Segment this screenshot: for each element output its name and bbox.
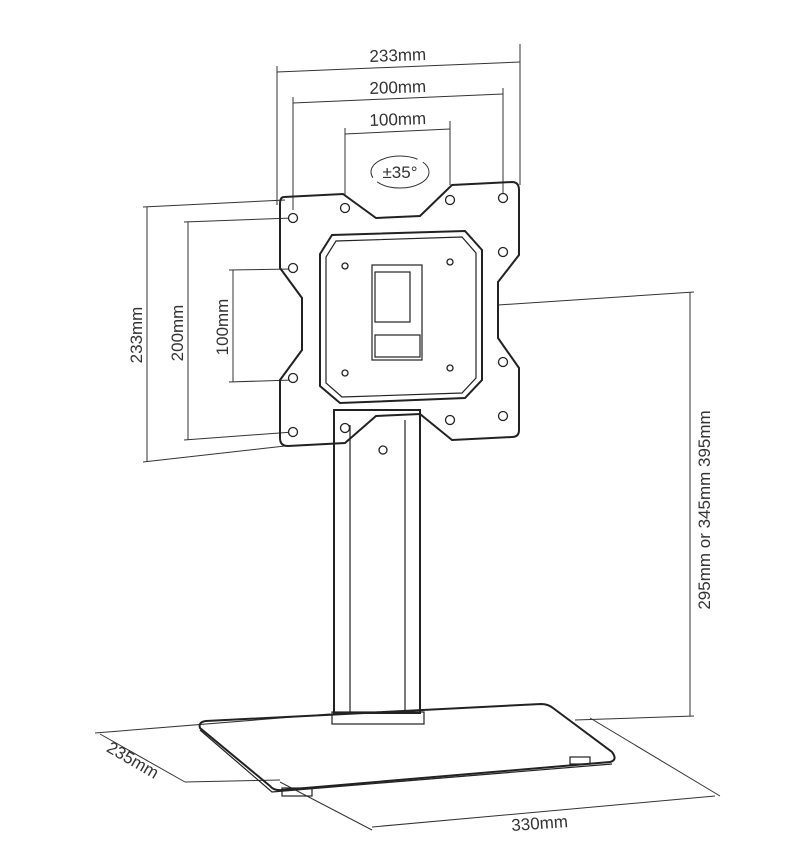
swivel-indicator	[370, 155, 430, 189]
top-outer-dim-label: 233mm	[369, 45, 426, 66]
swivel-label: ±35°	[382, 163, 417, 182]
base-depth-label: 235mm	[103, 738, 162, 783]
stand-column	[331, 409, 425, 725]
dimension-lines	[99, 61, 716, 828]
base-width-label: 330mm	[511, 812, 569, 835]
left-middle-dim-label: 200mm	[168, 305, 187, 362]
left-outer-dim-label: 233mm	[127, 307, 146, 364]
vesa-plate	[279, 180, 520, 448]
height-dim-label: 295mm or 345mm 395mm	[695, 410, 714, 609]
stand-base	[198, 702, 616, 797]
left-inner-dim-label: 100mm	[213, 299, 232, 356]
extension-lines	[94, 44, 721, 831]
top-inner-dim-label: 100mm	[369, 109, 426, 130]
top-middle-dim-label: 200mm	[369, 77, 426, 98]
